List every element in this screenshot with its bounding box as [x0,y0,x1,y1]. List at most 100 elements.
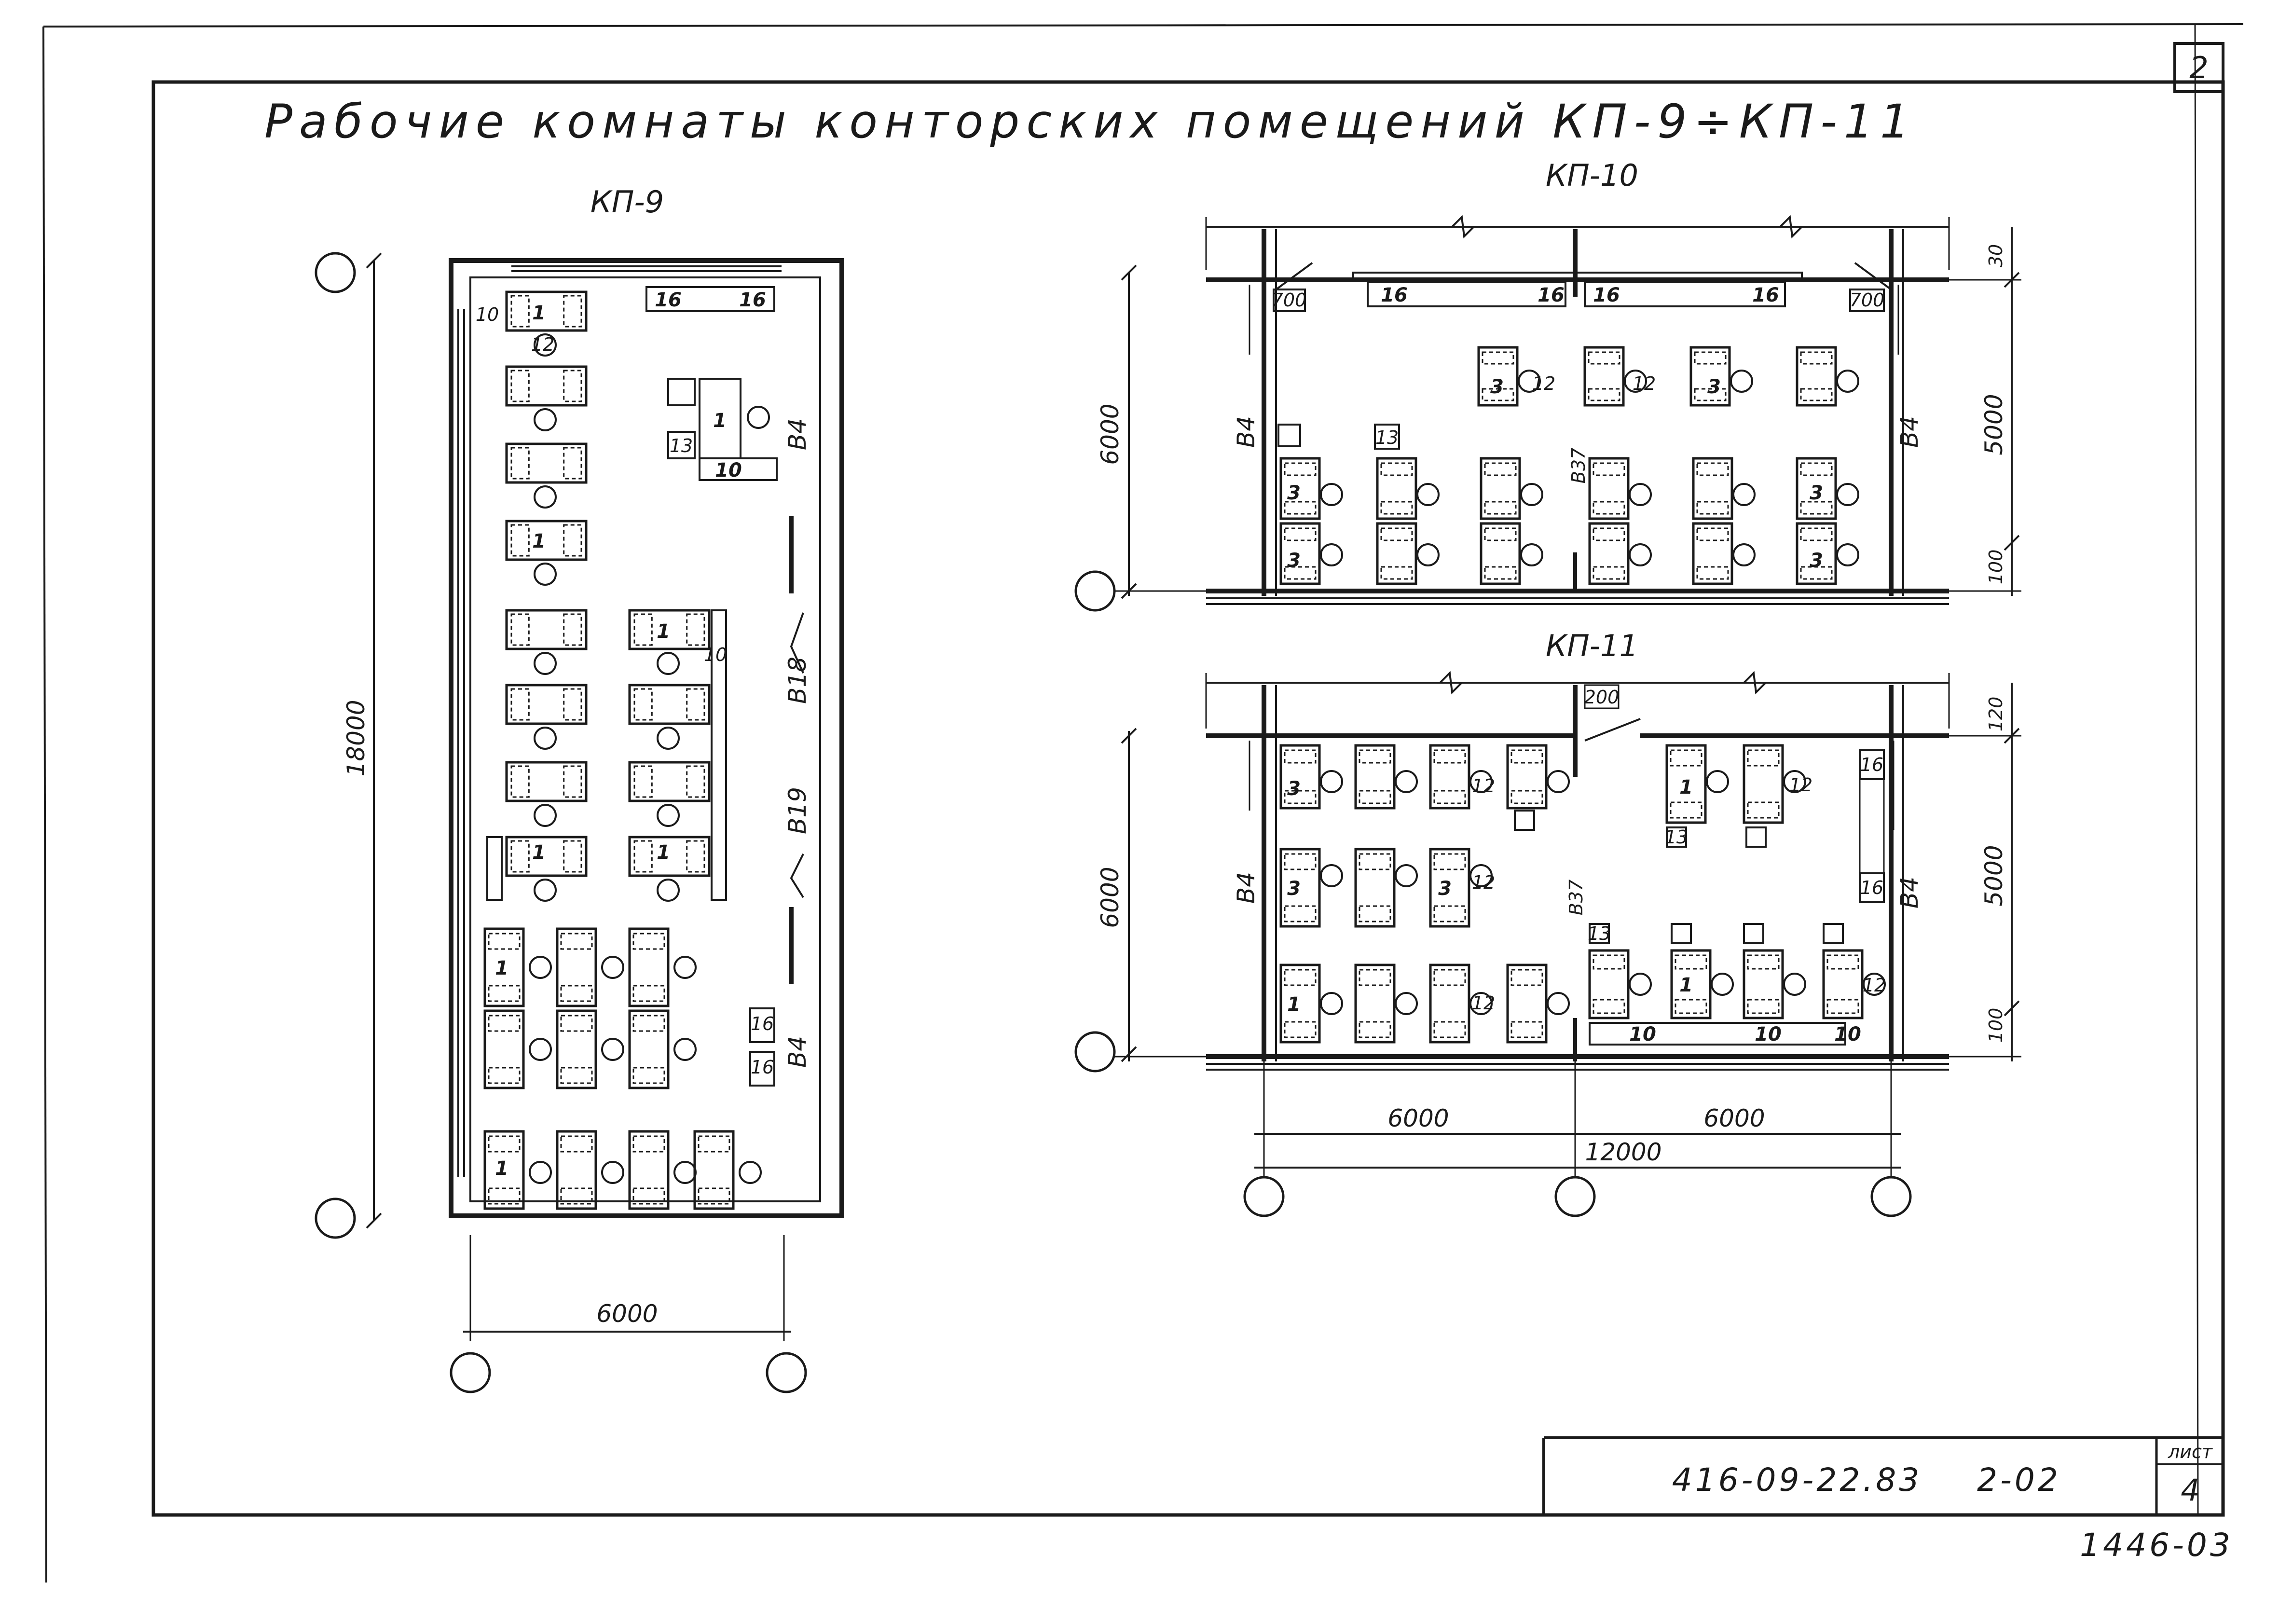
kp11-safe [1666,826,1687,848]
chair-icon [673,1038,697,1061]
chair-icon [1469,864,1493,887]
svg-text:13: 13 [1588,923,1611,944]
kp9-chair-box [667,378,696,406]
desk [628,1130,697,1210]
svg-text:16: 16 [655,289,682,311]
chair-icon [1320,543,1343,566]
chair-icon [1547,992,1570,1015]
kp11-tables [1589,1022,1846,1046]
chair-icon [1732,543,1756,566]
desk [483,1009,552,1089]
chair-icon [601,1038,624,1061]
svg-text:1: 1 [495,957,508,979]
svg-text:1: 1 [657,620,670,643]
corner-mark: 2 [2189,50,2208,85]
kp11-width-right: 6000 [1703,1104,1765,1132]
desk [1477,346,1541,407]
desk [1689,346,1753,407]
kp11-vent: В4 [1895,877,1923,908]
desk [1354,963,1418,1044]
kp9-plan: КП-9 18000 6000 В4 В18 В19 В4 [315,184,844,1393]
svg-text:30: 30 [1985,244,2006,267]
svg-text:16: 16 [1860,877,1883,898]
chair-icon [1395,992,1418,1015]
kp10-safe [1374,424,1400,450]
chair-icon [657,727,680,750]
svg-text:3: 3 [1287,550,1301,572]
desk [483,927,552,1007]
desk [505,609,588,675]
chair-icon [529,1038,552,1061]
desk [1429,744,1493,810]
desk [505,761,588,827]
chair-icon [1629,483,1652,506]
kp10-vent: В37 [1568,448,1589,483]
chair-icon [657,652,680,675]
desk [1506,963,1570,1044]
svg-text:10: 10 [1629,1023,1656,1046]
desk [1588,522,1652,585]
chair-icon [1836,483,1859,506]
kp11-height-dim: 6000 [1096,867,1124,928]
svg-text:3: 3 [1287,482,1301,504]
chair-icon [1547,770,1570,793]
svg-text:12: 12 [1532,373,1555,394]
title-block: 416-09-22.83 2-02 лист 4 [1542,1436,2223,1515]
kp9-safe [667,431,696,459]
desk [505,836,588,902]
svg-text:1: 1 [532,841,546,864]
chair-icon [1416,483,1440,506]
svg-text:3: 3 [1810,482,1823,504]
svg-text:10: 10 [1834,1023,1861,1046]
kp9-vent: В19 [783,787,811,834]
svg-text:10: 10 [1755,1023,1782,1046]
chair-icon [1783,973,1806,996]
axis-marker [450,1352,491,1393]
kp9-vent: В18 [783,657,811,704]
axis-marker [1243,1176,1285,1217]
desk [505,365,588,431]
svg-text:16: 16 [1593,284,1620,306]
svg-text:16: 16 [1538,284,1565,306]
svg-text:13: 13 [670,435,693,456]
desk [1506,744,1570,810]
desk [1583,346,1647,407]
svg-text:120: 120 [1985,697,2006,732]
axis-marker [1554,1176,1596,1217]
chair-icon [534,804,557,827]
kp11-vent: В4 [1232,872,1260,904]
chair-icon [1783,770,1806,793]
kp11-title: КП-11 [1546,628,1638,663]
chair-icon [739,1161,762,1184]
svg-text:10: 10 [476,304,499,325]
desk [1354,744,1418,810]
kp10-shelf [1367,281,1566,307]
chair-icon [1836,543,1859,566]
svg-text:13: 13 [1375,427,1399,448]
desk [505,684,588,750]
chair-icon [1518,370,1541,393]
sheet-word: лист [2168,1441,2213,1462]
chair-icon [1520,543,1543,566]
svg-text:3: 3 [1707,376,1721,398]
kp11-width-left: 6000 [1387,1104,1449,1132]
svg-text:16: 16 [739,289,766,311]
svg-text:3: 3 [1438,878,1452,900]
kp11-vent: В37 [1565,880,1587,915]
svg-text:3: 3 [1490,376,1504,398]
desk [1279,744,1343,810]
kp9-shelf [645,286,775,312]
chair-icon [601,1161,624,1184]
kp10-title: КП-10 [1546,158,1638,193]
desk [1743,744,1806,824]
desk [628,927,697,1007]
svg-text:10: 10 [715,459,742,482]
kp9-width-dim: 6000 [596,1300,658,1328]
axis-marker [315,252,356,293]
chair-icon [747,406,770,429]
axis-marker [315,1197,356,1239]
desk [628,761,711,827]
chair-icon [534,727,557,750]
axis-marker [1074,570,1116,612]
kp11-width-total: 12000 [1585,1138,1661,1166]
